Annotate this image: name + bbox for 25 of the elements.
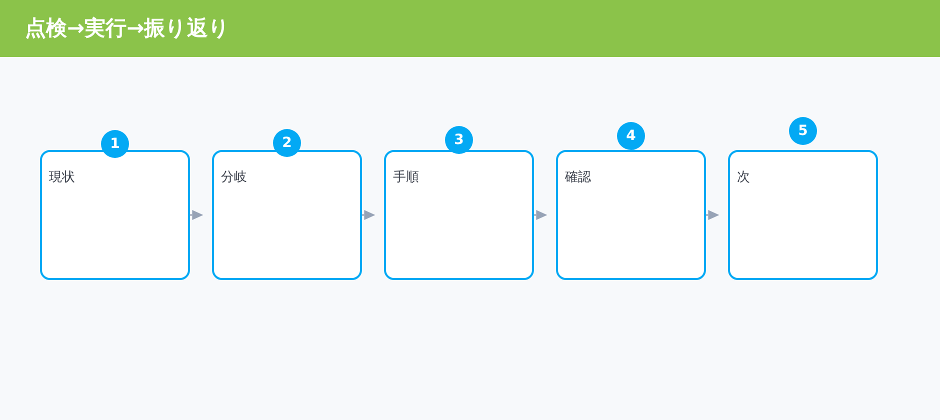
number-badge	[445, 126, 473, 154]
step-number: 3	[454, 133, 464, 147]
step-label: 次	[737, 169, 750, 187]
step-number: 5	[798, 124, 808, 138]
step-box	[556, 150, 706, 280]
number-badge	[273, 129, 301, 157]
step-label: 手順	[393, 169, 419, 187]
arrow	[706, 210, 720, 220]
step-box	[212, 150, 362, 280]
number-badge	[789, 117, 817, 145]
diagram-title: 点検→実行→振り返り	[25, 16, 230, 42]
arrow	[190, 210, 204, 220]
step-label: 現状	[49, 169, 75, 187]
arrow	[362, 210, 376, 220]
step-label: 分岐	[221, 169, 247, 187]
step-number: 4	[626, 129, 636, 143]
step-box	[40, 150, 190, 280]
step-number: 1	[110, 137, 120, 151]
step-box	[728, 150, 878, 280]
step-box	[384, 150, 534, 280]
number-badge	[101, 130, 129, 158]
arrow	[534, 210, 548, 220]
step-label: 確認	[565, 169, 591, 187]
number-badge	[617, 122, 645, 150]
step-number: 2	[282, 136, 292, 150]
